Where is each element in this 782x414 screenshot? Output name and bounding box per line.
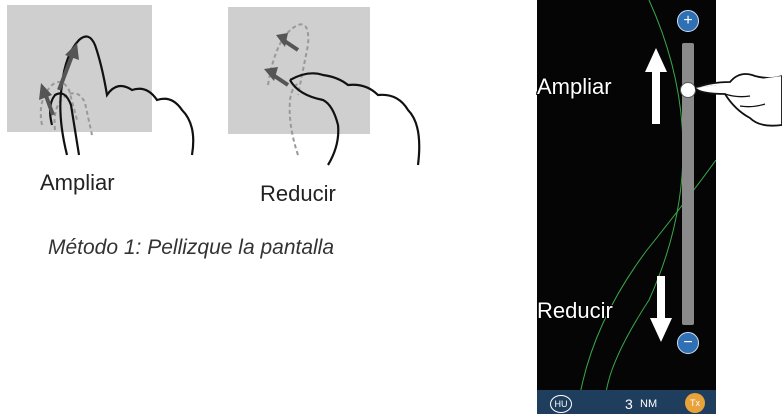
pinch-out-hand-icon xyxy=(7,5,217,175)
caption-zoom-out: Reducir xyxy=(260,181,336,207)
zoom-slider-thumb[interactable] xyxy=(680,82,696,98)
zoom-in-button[interactable]: + xyxy=(677,10,699,32)
zoom-out-button[interactable]: − xyxy=(677,332,699,354)
method-1-title: Método 1: Pellizque la pantalla xyxy=(48,236,334,260)
heading-badge[interactable]: HU xyxy=(550,395,572,413)
pointing-hand-icon xyxy=(695,70,782,132)
label-zoom-out: Reducir xyxy=(537,298,613,324)
up-arrow-icon xyxy=(645,48,667,124)
caption-zoom-in: Ampliar xyxy=(40,170,115,196)
range-unit: NM xyxy=(640,398,657,410)
tx-badge[interactable]: Tx xyxy=(685,393,705,413)
label-zoom-in: Ampliar xyxy=(537,74,612,100)
pinch-in-hand-icon xyxy=(228,5,438,175)
down-arrow-icon xyxy=(650,276,672,342)
range-value: 3 xyxy=(625,396,633,412)
